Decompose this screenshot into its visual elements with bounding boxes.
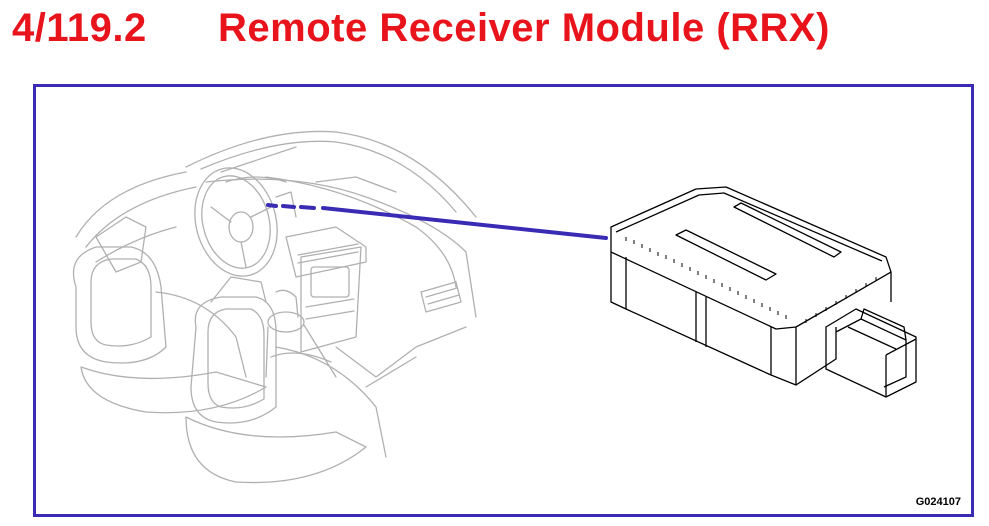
page-title: 4/119.2 Remote Receiver Module (RRX)	[12, 2, 830, 54]
figure-code: G024107	[915, 496, 961, 508]
rrx-module-drawing	[610, 186, 917, 398]
leader-line	[266, 203, 608, 240]
title-text: Remote Receiver Module (RRX)	[218, 5, 830, 50]
section-number: 4/119.2	[12, 5, 147, 50]
illustration-frame: G024107	[33, 84, 974, 517]
car-interior-drawing	[72, 130, 477, 484]
illustration	[72, 130, 917, 484]
